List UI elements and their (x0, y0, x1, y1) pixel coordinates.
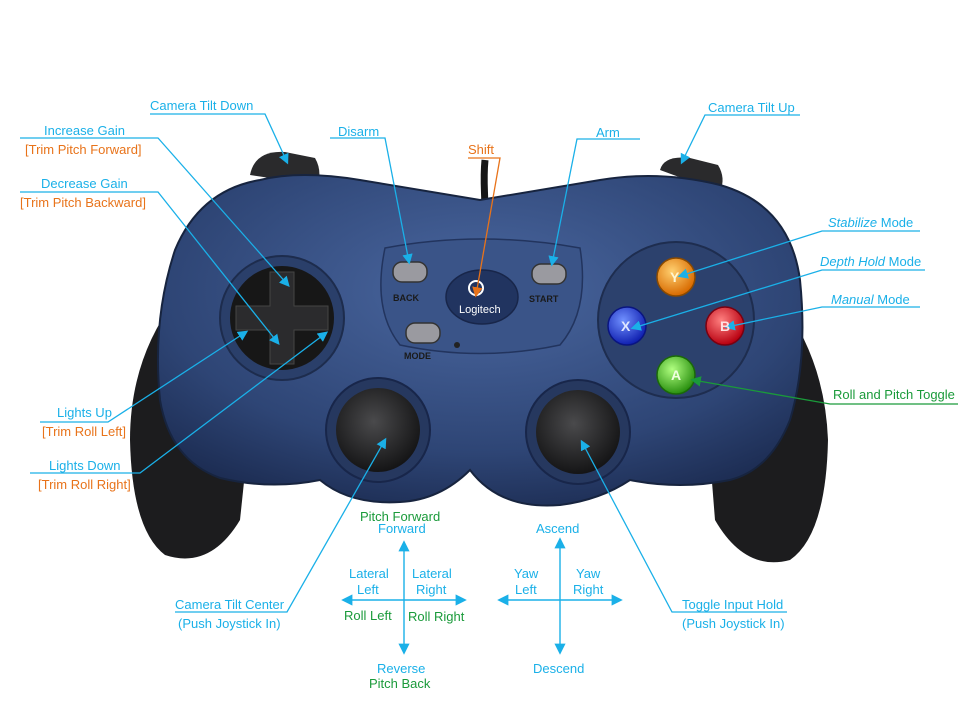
camera-tilt-center-label: Camera Tilt Center (175, 597, 285, 612)
back-button-label: BACK (393, 293, 419, 303)
mode-button-label: MODE (404, 351, 431, 361)
right-stick-descend-label: Descend (533, 661, 585, 676)
left-stick-lateral-right-2: Right (416, 582, 447, 597)
mode-led (454, 342, 460, 348)
push-joystick-in-left-label: (Push Joystick In) (178, 616, 281, 631)
right-stick-yaw-right-1: Yaw (576, 566, 601, 581)
trim-roll-right-label: [Trim Roll Right] (38, 477, 131, 492)
y-button-letter: Y (670, 269, 680, 285)
manual-mode-label: Manual Mode (831, 292, 910, 307)
toggle-input-hold-label: Toggle Input Hold (682, 597, 784, 612)
camera-tilt-up-label: Camera Tilt Up (708, 100, 795, 115)
roll-pitch-callout-line (690, 376, 958, 405)
start-button-label: START (529, 294, 559, 304)
b-button-letter: B (720, 318, 731, 334)
right-stick-direction-arrows (497, 537, 623, 655)
shift-label: Shift (468, 142, 495, 157)
a-button-letter: A (671, 367, 682, 383)
left-stick-pitch-forward-label: Pitch Forward (360, 509, 441, 524)
left-stick-lateral-right-1: Lateral (412, 566, 452, 581)
right-stick-yaw-right-2: Right (573, 582, 604, 597)
x-button-letter: X (621, 318, 631, 334)
face-button-well (597, 241, 755, 399)
increase-gain-label: Increase Gain (44, 123, 125, 138)
lights-up-label: Lights Up (57, 405, 112, 420)
left-stick-roll-left-label: Roll Left (344, 608, 392, 623)
left-stick-direction-arrows (341, 540, 467, 655)
left-stick-pitch-back-label: Pitch Back (369, 676, 431, 691)
logitech-logo-text: Logitech (459, 304, 501, 316)
trim-roll-left-label: [Trim Roll Left] (42, 424, 127, 439)
camera-tilt-down-label: Camera Tilt Down (150, 98, 254, 113)
disarm-label: Disarm (338, 124, 380, 139)
a-button[interactable] (656, 355, 696, 395)
decrease-gain-label: Decrease Gain (41, 176, 128, 191)
callout-lines (20, 113, 925, 613)
right-stick-yaw-left-1: Yaw (514, 566, 539, 581)
dpad[interactable] (235, 271, 329, 365)
back-button[interactable] (392, 261, 428, 283)
left-stick-lateral-left-1: Lateral (349, 566, 389, 581)
trim-pitch-forward-label: [Trim Pitch Forward] (25, 142, 142, 157)
left-stick-forward-label: Forward (378, 521, 426, 536)
x-button[interactable] (607, 306, 647, 346)
right-stick-ascend-label: Ascend (536, 521, 580, 536)
depth-hold-mode-label: Depth Hold Mode (820, 254, 922, 269)
mode-button[interactable] (405, 322, 441, 344)
y-button[interactable] (656, 257, 696, 297)
arm-label: Arm (596, 125, 620, 140)
roll-pitch-toggle-label: Roll and Pitch Toggle (833, 387, 955, 402)
right-stick-yaw-left-2: Left (515, 582, 537, 597)
left-stick-roll-right-label: Roll Right (408, 609, 465, 624)
lights-down-label: Lights Down (49, 458, 121, 473)
stabilize-mode-label: Stabilize Mode (828, 215, 914, 230)
trim-pitch-backward-label: [Trim Pitch Backward] (20, 195, 146, 210)
start-button[interactable] (531, 263, 567, 285)
shift-callout-line (468, 157, 501, 298)
left-stick-reverse-label: Reverse (377, 661, 426, 676)
left-joystick[interactable] (336, 388, 420, 472)
left-stick-lateral-left-2: Left (357, 582, 379, 597)
push-joystick-in-right-label: (Push Joystick In) (682, 616, 785, 631)
right-joystick[interactable] (536, 390, 620, 474)
